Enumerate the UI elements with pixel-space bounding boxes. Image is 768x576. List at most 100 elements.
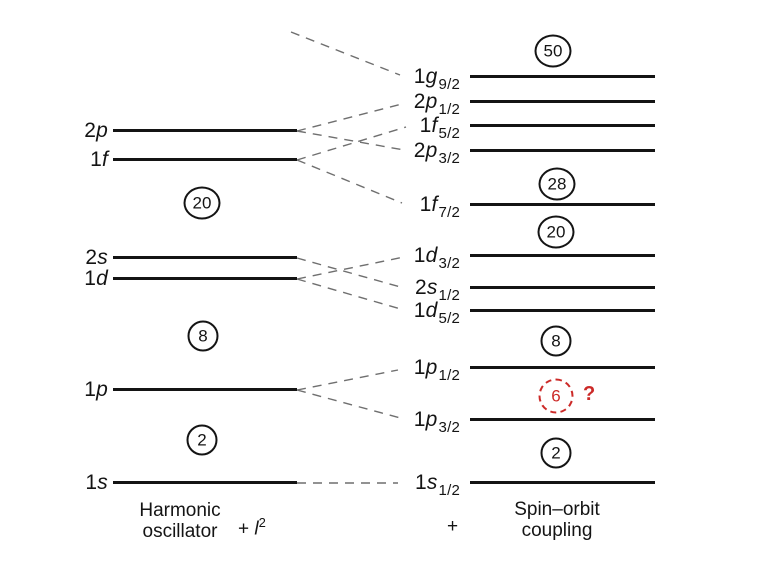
level-label-1p1-2: 1p1/2 (328, 355, 460, 384)
caption-line: oscillator (142, 521, 218, 542)
level-n: 2 (414, 276, 427, 299)
level-n: 1 (85, 471, 98, 494)
caption-plus: + (447, 516, 458, 537)
level-j: 1/2 (438, 287, 460, 304)
level-label-2s1-2: 2s1/2 (328, 275, 460, 304)
caption-line: coupling (521, 520, 593, 541)
level-n: 1 (419, 193, 432, 216)
level-line-1g9-2 (470, 75, 655, 78)
caption-line: Spin–orbit (514, 499, 600, 520)
level-letter: s (97, 471, 108, 494)
caption-line: Harmonic (139, 500, 221, 521)
level-letter: d (425, 244, 438, 267)
magic-number: 8 (551, 331, 561, 350)
level-n: 1 (413, 408, 426, 431)
question-mark: ? (583, 383, 596, 405)
level-line-1f (113, 158, 297, 161)
level-n: 1 (90, 148, 102, 171)
level-j: 1/2 (438, 367, 460, 384)
level-line-1d5-2 (470, 309, 655, 312)
magic-number: 50 (543, 41, 563, 60)
level-letter: p (425, 408, 438, 431)
level-line-1d3-2 (470, 254, 655, 257)
level-label-1p: 1p (28, 377, 108, 403)
magic-number: 2 (551, 443, 561, 462)
level-label-2p: 2p (28, 118, 108, 144)
level-n: 1 (413, 244, 426, 267)
level-j: 9/2 (438, 76, 460, 93)
level-line-2p (113, 129, 297, 132)
level-n: 1 (84, 378, 97, 401)
level-j: 1/2 (438, 482, 460, 499)
magic-number-circle-50: 50 (534, 34, 572, 68)
level-letter: d (96, 267, 108, 290)
level-line-2p1-2 (470, 100, 655, 103)
level-n: 2 (84, 119, 97, 142)
level-n: 1 (419, 114, 432, 137)
level-line-1s (113, 481, 297, 484)
level-letter: s (426, 471, 438, 494)
level-label-1s1-2: 1s1/2 (328, 470, 460, 499)
l-symbol: l (254, 518, 259, 540)
level-label-1d3-2: 1d3/2 (328, 243, 460, 272)
magic-number: 28 (547, 174, 567, 193)
level-letter: d (425, 299, 438, 322)
level-line-1p3-2 (470, 418, 655, 421)
level-letter: p (96, 378, 108, 401)
level-line-2p3-2 (470, 149, 655, 152)
level-n: 1 (413, 65, 426, 88)
level-label-1f: 1f (28, 147, 108, 173)
level-letter: p (96, 119, 108, 142)
uncertain-number-circle-6: 6 (538, 378, 574, 414)
level-label-1g9-2: 1g9/2 (328, 64, 460, 93)
level-letter: p (425, 139, 438, 162)
level-line-1f7-2 (470, 203, 655, 206)
level-n: 1 (84, 267, 97, 290)
level-n: 1 (414, 471, 427, 494)
level-j: 5/2 (438, 310, 460, 327)
caption-harmonic-oscillator: Harmonic oscillator (100, 500, 260, 542)
magic-number-circle-28: 28 (538, 167, 576, 201)
level-line-1f5-2 (470, 124, 655, 127)
magic-number-circle-8-left: 8 (187, 320, 219, 352)
level-n: 1 (413, 356, 426, 379)
level-j: 1/2 (438, 101, 460, 118)
level-letter: g (425, 65, 438, 88)
uncertain-number: 6 (551, 386, 561, 405)
level-j: 3/2 (438, 419, 460, 436)
level-letter: f (431, 114, 438, 137)
level-j: 3/2 (438, 255, 460, 272)
caption-plus-l-squared: + l2 (238, 512, 266, 539)
level-line-1s1-2 (470, 481, 655, 484)
level-j: 5/2 (438, 125, 460, 142)
magic-number: 20 (192, 193, 212, 212)
level-n: 2 (413, 139, 426, 162)
level-label-1d5-2: 1d5/2 (328, 298, 460, 327)
level-j: 7/2 (438, 204, 460, 221)
level-label-1s: 1s (28, 470, 108, 496)
magic-number: 20 (546, 222, 566, 241)
level-letter: s (97, 246, 108, 269)
level-letter: p (425, 90, 438, 113)
level-letter: f (431, 193, 438, 216)
magic-number-circle-2: 2 (540, 437, 572, 469)
level-label-1p3-2: 1p3/2 (328, 407, 460, 436)
level-label-2p1-2: 2p1/2 (328, 89, 460, 118)
l-exponent: 2 (258, 515, 266, 530)
level-n: 2 (413, 90, 426, 113)
level-line-2s (113, 256, 297, 259)
caption-spin-orbit-coupling: Spin–orbit coupling (482, 499, 632, 541)
level-label-1d: 1d (28, 266, 108, 292)
plus-sign: + (238, 518, 250, 540)
magic-number-circle-8: 8 (540, 325, 572, 357)
level-line-1p (113, 388, 297, 391)
level-line-1p1-2 (470, 366, 655, 369)
magic-number-circle-20-left: 20 (183, 186, 221, 220)
level-letter: f (101, 148, 108, 171)
level-label-1f5-2: 1f5/2 (328, 113, 460, 142)
magic-number: 2 (197, 430, 207, 449)
level-letter: p (425, 356, 438, 379)
magic-number: 8 (198, 326, 208, 345)
level-n: 1 (413, 299, 426, 322)
